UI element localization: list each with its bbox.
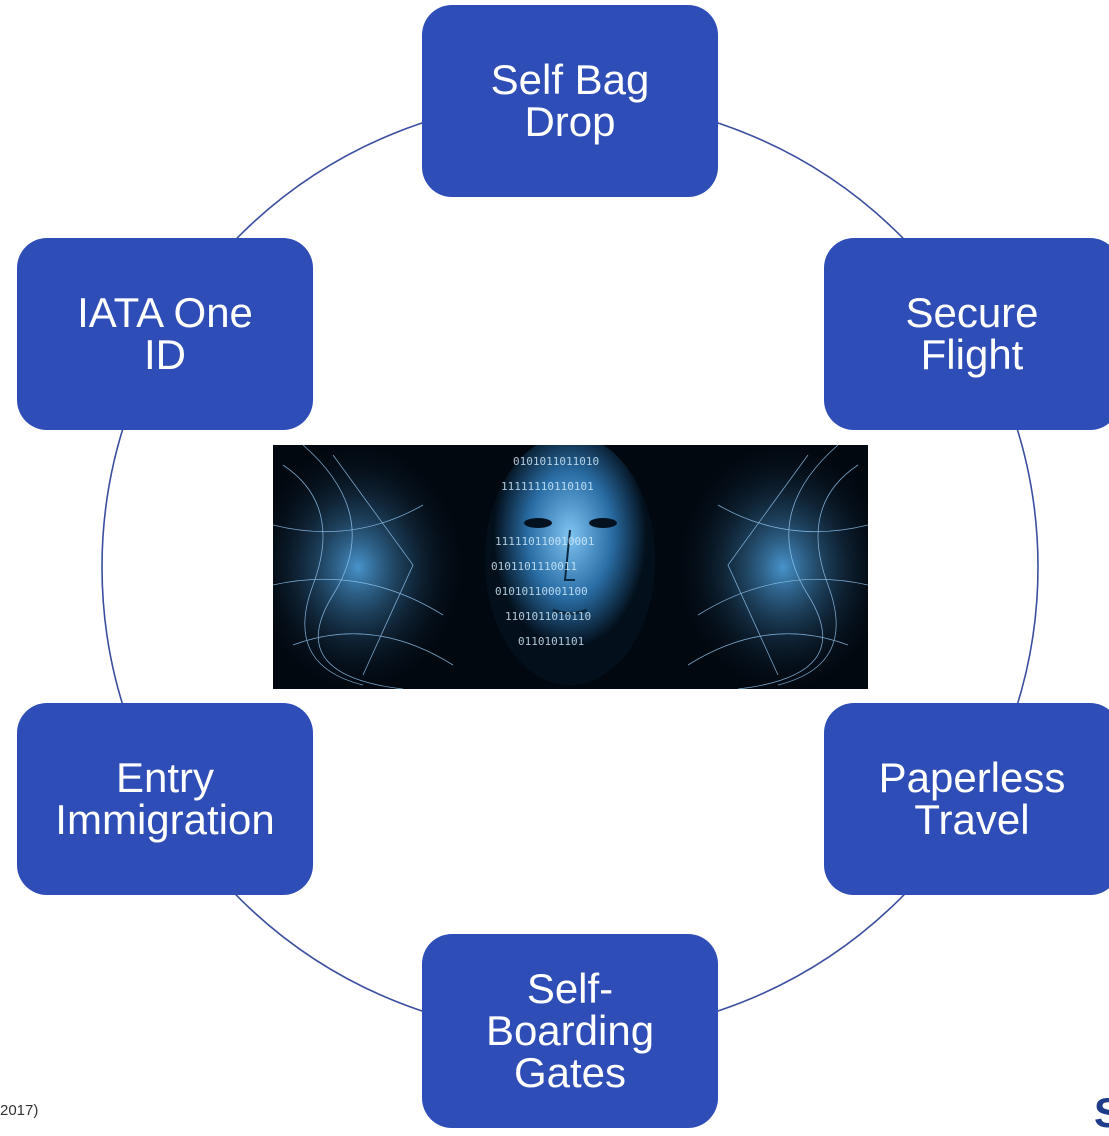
node-self-boarding-gates: Self- Boarding Gates	[422, 934, 718, 1128]
svg-text:111110110010001: 111110110010001	[495, 535, 594, 548]
biometric-face-image: 0101011011010 11111110110101 11111011001…	[273, 445, 868, 689]
svg-text:11111110110101: 11111110110101	[501, 480, 594, 493]
citation-text: 2017)	[0, 1102, 39, 1119]
svg-text:1101011010110: 1101011010110	[505, 610, 591, 623]
logo-fragment: S	[1094, 1089, 1109, 1136]
node-paperless-travel: Paperless Travel	[824, 703, 1109, 895]
node-secure-flight: Secure Flight	[824, 238, 1109, 430]
svg-text:0101101110011: 0101101110011	[491, 560, 577, 573]
svg-text:0101011011010: 0101011011010	[513, 455, 599, 468]
svg-text:01010110001100: 01010110001100	[495, 585, 588, 598]
node-iata-one-id: IATA One ID	[17, 238, 313, 430]
node-self-bag-drop: Self Bag Drop	[422, 5, 718, 197]
svg-text:0110101101: 0110101101	[518, 635, 584, 648]
node-entry-immigration: Entry Immigration	[17, 703, 313, 895]
